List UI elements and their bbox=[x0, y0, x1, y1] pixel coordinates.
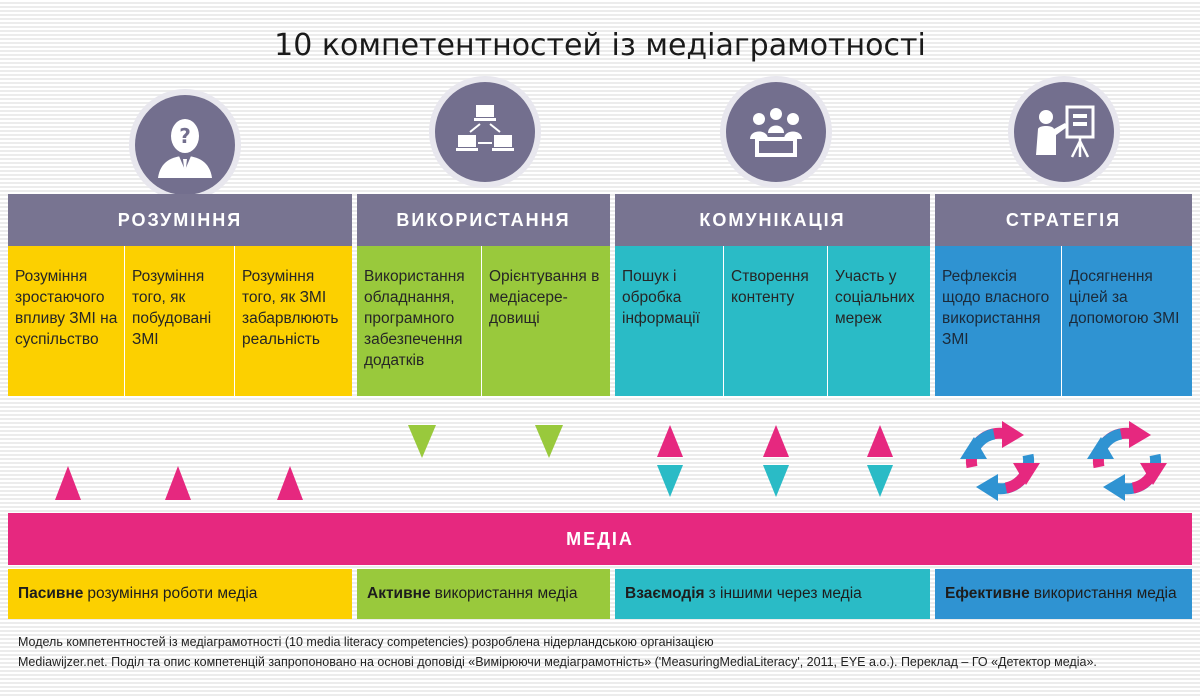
up-arrow-6 bbox=[657, 425, 683, 457]
page-title: 10 компетентностей із медіаграмотності bbox=[274, 28, 926, 63]
level-passive-text: розуміння роботи медіа bbox=[87, 585, 258, 602]
competency-8: Участь у соціальних мереж bbox=[827, 246, 930, 396]
header-understanding: РОЗУМІННЯ bbox=[8, 194, 352, 246]
level-passive-strong: Пасивне bbox=[18, 585, 84, 602]
competency-10: Досягнення цілей за допомогою ЗМІ bbox=[1061, 246, 1192, 396]
header-usage: ВИКОРИСТАННЯ bbox=[357, 194, 610, 246]
meeting-table-icon bbox=[726, 82, 826, 182]
level-effective: Ефективне використання медіа bbox=[935, 569, 1192, 619]
footnote-line-1: Модель компетентностей із медіаграмотнос… bbox=[18, 635, 714, 649]
person-question-icon: ? bbox=[135, 95, 235, 195]
level-interaction-text: з іншими через медіа bbox=[708, 585, 862, 602]
level-interaction: Взаємодія з іншими через медіа bbox=[615, 569, 930, 619]
level-effective-text: використання медіа bbox=[1033, 585, 1177, 602]
level-active: Активне використання медіа bbox=[357, 569, 610, 619]
down-arrow-6 bbox=[657, 465, 683, 497]
competency-5: Орієнтування в медіасере-довищі bbox=[481, 246, 610, 396]
down-arrow-4 bbox=[408, 425, 436, 458]
media-bar: МЕДІА bbox=[8, 513, 1192, 565]
competency-3: Розуміння того, як ЗМІ забарвлюють реаль… bbox=[234, 246, 352, 396]
presentation-board-icon bbox=[1014, 82, 1114, 182]
competency-4: Використання обладнання, програмного заб… bbox=[357, 246, 481, 396]
network-computers-icon bbox=[435, 82, 535, 182]
level-active-text: використання медіа bbox=[434, 585, 578, 602]
competency-1: Розуміння зростаючого впливу ЗМІ на сусп… bbox=[8, 246, 124, 396]
competency-9: Рефлексія щодо власного використання ЗМІ bbox=[935, 246, 1061, 396]
competency-6: Пошук і обробка інформації bbox=[615, 246, 723, 396]
level-interaction-strong: Взаємодія bbox=[625, 585, 705, 602]
down-arrow-7 bbox=[763, 465, 789, 497]
header-communication: КОМУНІКАЦІЯ bbox=[615, 194, 930, 246]
level-effective-strong: Ефективне bbox=[945, 585, 1030, 602]
up-arrow-1 bbox=[55, 466, 81, 500]
svg-text:?: ? bbox=[179, 124, 191, 148]
up-arrow-7 bbox=[763, 425, 789, 457]
down-arrow-8 bbox=[867, 465, 893, 497]
level-active-strong: Активне bbox=[367, 585, 431, 602]
footnote-line-2: Mediawijzer.net. Поділ та опис компетенц… bbox=[18, 655, 1097, 669]
header-strategy: СТРАТЕГІЯ bbox=[935, 194, 1192, 246]
up-arrow-2 bbox=[165, 466, 191, 500]
cycle-arrow-10 bbox=[1087, 421, 1167, 501]
down-arrow-5 bbox=[535, 425, 563, 458]
up-arrow-3 bbox=[277, 466, 303, 500]
competency-7: Створення контенту bbox=[723, 246, 827, 396]
competency-2: Розуміння того, як побудовані ЗМІ bbox=[124, 246, 234, 396]
footnote: Модель компетентностей із медіаграмотнос… bbox=[18, 632, 1193, 672]
cycle-arrow-9 bbox=[960, 421, 1040, 501]
level-passive: Пасивне розуміння роботи медіа bbox=[8, 569, 352, 619]
up-arrow-8 bbox=[867, 425, 893, 457]
